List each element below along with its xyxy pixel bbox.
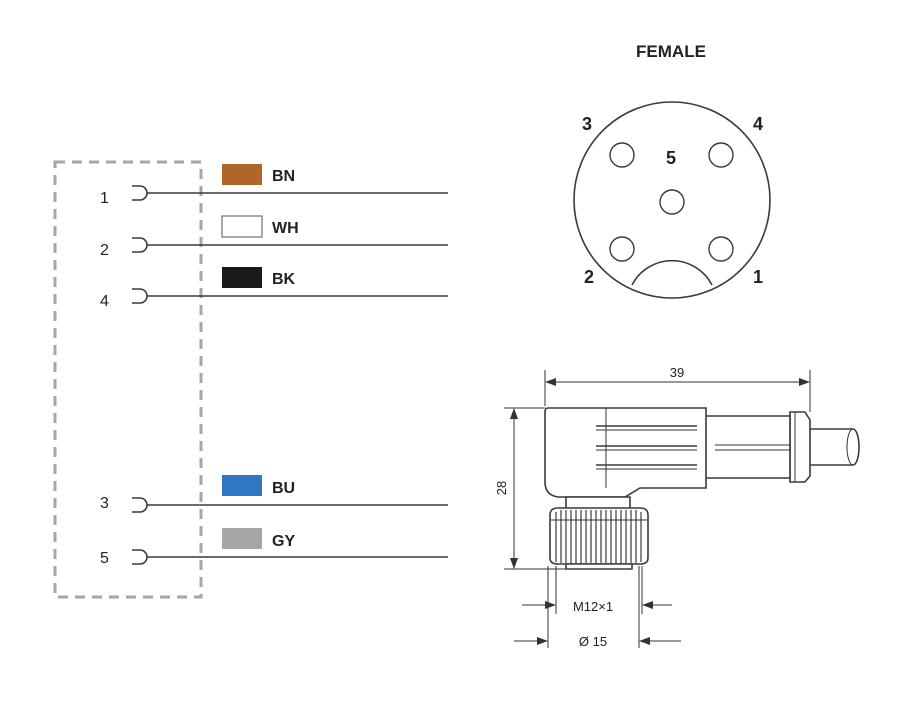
wire-row-4: 4 BK	[100, 267, 448, 310]
color-swatch	[222, 475, 262, 496]
pin-number: 2	[100, 242, 109, 259]
color-swatch	[222, 164, 262, 185]
pin-hole-2	[609, 236, 635, 262]
color-swatch	[222, 528, 262, 549]
wire-color-code: WH	[272, 220, 299, 237]
wire-color-code: GY	[272, 533, 295, 550]
dimension-diameter-label: Ø 15	[579, 634, 607, 649]
cable-neck	[699, 415, 791, 479]
dimension-length: 39	[544, 365, 811, 412]
pin-hole-4	[708, 142, 734, 168]
color-swatch	[222, 267, 262, 288]
pin-number: 3	[100, 495, 109, 512]
color-swatch	[221, 215, 263, 238]
wire-color-code: BU	[272, 480, 295, 497]
angled-housing	[544, 407, 707, 498]
pin-hole-5	[659, 189, 685, 215]
pin-number: 5	[100, 550, 109, 567]
dimension-height: 28	[494, 407, 566, 570]
cable	[807, 428, 860, 466]
wire-row-1: 1 BN	[100, 164, 448, 207]
pin-hole-1	[708, 236, 734, 262]
face-view-title: FEMALE	[636, 42, 706, 61]
wire-row-3: 3 BU	[100, 475, 448, 513]
wire-row-2: 2 WH	[100, 215, 448, 259]
wire-row-5: 5 GY	[100, 528, 448, 567]
wire-color-code: BK	[272, 271, 296, 288]
knurled-coupling-nut	[549, 507, 649, 565]
dimension-length-label: 39	[670, 365, 684, 380]
dimension-diameter: Ø 15	[514, 566, 681, 649]
connector-side-view	[544, 407, 860, 570]
socket-contact-icon	[132, 288, 148, 304]
dimension-height-label: 28	[494, 481, 509, 495]
pin-hole-3	[609, 142, 635, 168]
socket-contact-icon	[132, 237, 148, 253]
keyway-notch	[631, 259, 713, 286]
socket-contact-icon	[132, 497, 148, 513]
face-pin-label-2: 2	[584, 267, 594, 287]
dimension-thread: M12×1	[522, 566, 672, 614]
wire-color-code: BN	[272, 168, 295, 185]
connector-outline	[53, 160, 203, 599]
socket-contact-icon	[132, 185, 148, 201]
strain-relief	[789, 411, 811, 483]
face-pin-label-3: 3	[582, 114, 592, 134]
face-pin-label-5: 5	[666, 148, 676, 168]
pin-number: 1	[100, 190, 109, 207]
face-pin-label-4: 4	[753, 114, 763, 134]
pin-number: 4	[100, 293, 109, 310]
socket-contact-icon	[132, 549, 148, 565]
female-face-view	[573, 101, 771, 299]
face-pin-label-1: 1	[753, 267, 763, 287]
dimension-thread-label: M12×1	[573, 599, 613, 614]
